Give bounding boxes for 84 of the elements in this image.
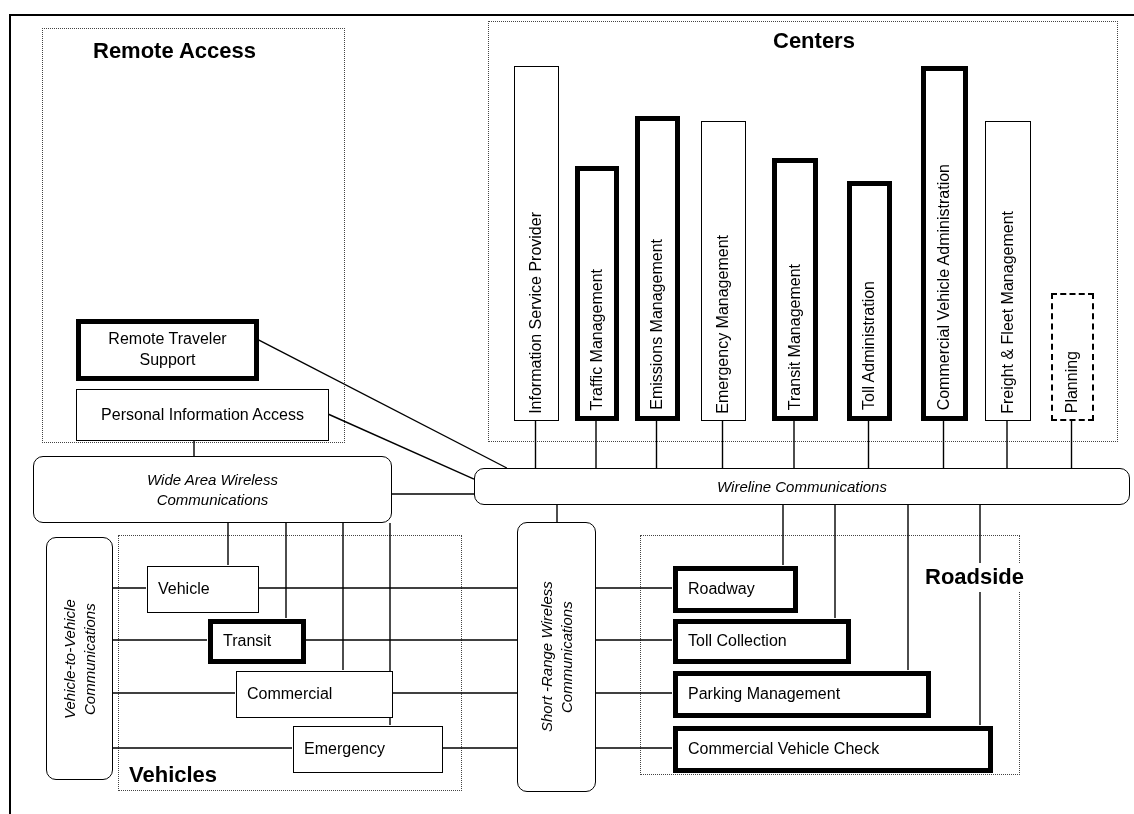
bar-label: Short -Range Wireless Communications bbox=[537, 580, 576, 735]
component-box bbox=[76, 389, 329, 441]
component-box bbox=[236, 671, 393, 718]
connector-line bbox=[979, 504, 981, 726]
component-box bbox=[673, 619, 851, 664]
group-panel bbox=[488, 21, 1118, 442]
communications-bar bbox=[517, 522, 596, 792]
box-label: Planning bbox=[1062, 350, 1082, 413]
connector-line bbox=[327, 413, 475, 480]
box-label: Commercial Vehicle Administration bbox=[934, 163, 954, 410]
connector-line bbox=[942, 419, 945, 469]
box-label: Emergency bbox=[304, 739, 385, 760]
connector-line bbox=[391, 493, 475, 495]
component-box bbox=[147, 566, 259, 613]
connector-line bbox=[534, 419, 537, 469]
component-box bbox=[1051, 293, 1094, 421]
component-box bbox=[76, 319, 259, 381]
connector-line bbox=[441, 747, 518, 749]
connector-line bbox=[834, 504, 836, 619]
communications-bar bbox=[46, 537, 113, 780]
box-label: Traffic Management bbox=[586, 268, 606, 410]
bar-label: Wireline Communications bbox=[717, 476, 887, 497]
connector-line bbox=[112, 692, 236, 694]
box-label: Commercial bbox=[247, 684, 333, 705]
connector-line bbox=[595, 639, 673, 641]
connector-line bbox=[793, 419, 795, 469]
component-box bbox=[673, 671, 931, 718]
connector-line bbox=[257, 339, 508, 469]
communications-bar bbox=[33, 456, 392, 523]
connector-line bbox=[112, 587, 147, 589]
connector-line bbox=[595, 747, 673, 749]
box-label: Remote Traveler Support bbox=[107, 329, 228, 370]
connector-line bbox=[389, 522, 391, 726]
connector-line bbox=[227, 522, 229, 566]
group-heading: Roadside bbox=[923, 563, 1027, 592]
connector-line bbox=[595, 419, 597, 469]
component-box bbox=[847, 181, 892, 421]
box-label: Personal Information Access bbox=[101, 404, 304, 425]
connector-line bbox=[391, 692, 518, 694]
connector-line bbox=[595, 692, 673, 694]
box-label: Transit bbox=[223, 631, 272, 652]
connector-line bbox=[304, 639, 518, 641]
component-box bbox=[985, 121, 1031, 421]
box-label: Vehicle bbox=[158, 579, 210, 600]
connector-line bbox=[655, 419, 658, 469]
component-box bbox=[208, 619, 306, 664]
component-box bbox=[293, 726, 443, 773]
component-box bbox=[635, 116, 680, 421]
component-box bbox=[575, 166, 619, 421]
bar-label: Wide Area Wireless Communications bbox=[146, 470, 279, 509]
box-label: Information Service Provider bbox=[526, 212, 546, 414]
box-label: Emissions Management bbox=[647, 239, 667, 410]
group-panel bbox=[42, 28, 345, 443]
connector-line bbox=[285, 522, 287, 619]
component-box bbox=[673, 566, 798, 613]
group-panel bbox=[118, 535, 462, 791]
box-label: Emergency Management bbox=[713, 235, 733, 414]
component-box bbox=[701, 121, 746, 421]
bar-label: Vehicle-to-Vehicle Communications bbox=[60, 597, 99, 721]
component-box bbox=[921, 66, 968, 421]
component-box bbox=[514, 66, 559, 421]
box-label: Toll Collection bbox=[688, 631, 787, 652]
connector-line bbox=[556, 504, 558, 523]
connector-line bbox=[257, 587, 518, 589]
box-label: Roadway bbox=[688, 579, 755, 600]
connector-line bbox=[867, 419, 870, 469]
box-label: Commercial Vehicle Check bbox=[688, 739, 880, 760]
component-box bbox=[673, 726, 993, 773]
box-label: Transit Management bbox=[784, 263, 804, 410]
connector-line bbox=[112, 639, 208, 641]
connector-line bbox=[907, 504, 909, 671]
connector-line bbox=[721, 419, 724, 469]
connector-line bbox=[782, 504, 784, 566]
communications-bar bbox=[474, 468, 1130, 505]
component-box bbox=[772, 158, 818, 421]
box-label: Parking Management bbox=[688, 684, 841, 705]
connector-line bbox=[193, 439, 195, 457]
connector-line bbox=[1070, 419, 1073, 469]
connector-line bbox=[112, 747, 293, 749]
connector-line bbox=[1006, 419, 1008, 469]
connector-line bbox=[342, 522, 344, 671]
box-label: Freight & Fleet Management bbox=[997, 211, 1017, 414]
box-label: Toll Administration bbox=[859, 281, 879, 410]
connector-line bbox=[595, 587, 673, 589]
